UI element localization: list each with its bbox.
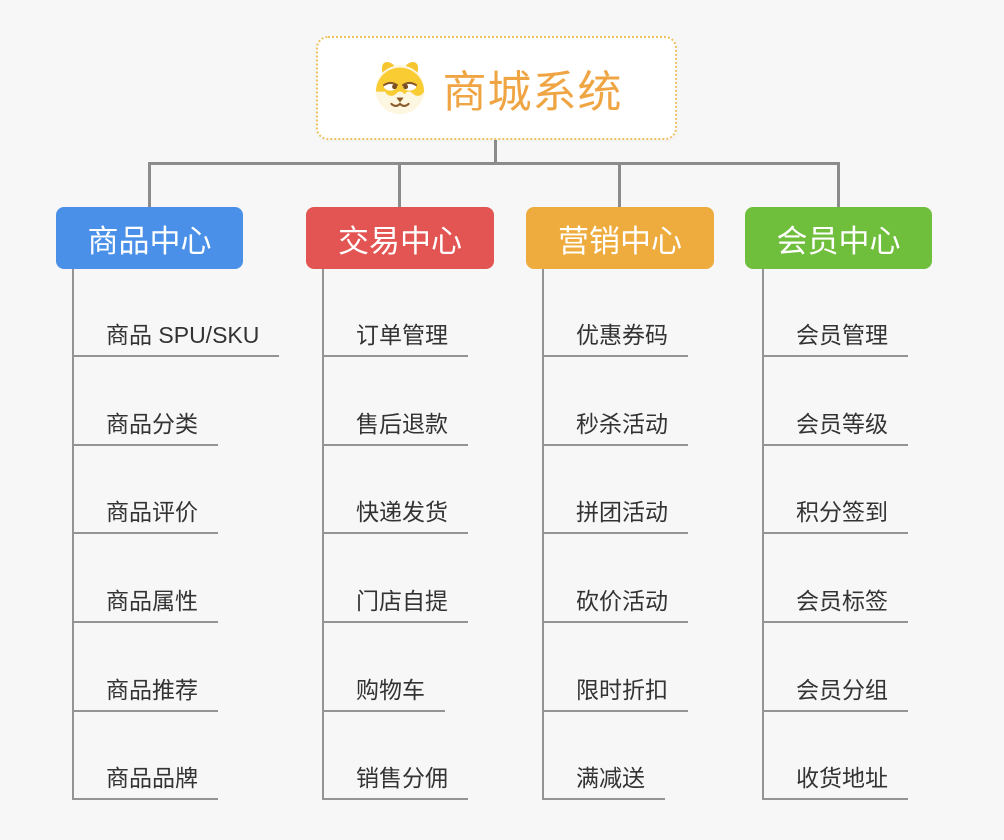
leaf-node[interactable]: 会员等级 bbox=[762, 410, 908, 446]
leaf-node[interactable]: 砍价活动 bbox=[542, 587, 688, 623]
leaf-node[interactable]: 订单管理 bbox=[322, 321, 468, 357]
leaf-node[interactable]: 积分签到 bbox=[762, 498, 908, 534]
leaf-node[interactable]: 商品推荐 bbox=[72, 676, 218, 712]
connector-drop-marketing bbox=[618, 162, 621, 208]
leaf-node[interactable]: 门店自提 bbox=[322, 587, 468, 623]
leaf-node[interactable]: 会员管理 bbox=[762, 321, 908, 357]
leaf-node[interactable]: 会员分组 bbox=[762, 676, 908, 712]
leaf-node[interactable]: 限时折扣 bbox=[542, 676, 688, 712]
connector-horizontal-rail bbox=[148, 162, 840, 165]
leaf-node[interactable]: 快递发货 bbox=[322, 498, 468, 534]
connector-drop-product bbox=[148, 162, 151, 208]
branch-node-marketing[interactable]: 营销中心 bbox=[526, 207, 714, 269]
leaf-node[interactable]: 收货地址 bbox=[762, 764, 908, 800]
branch-spine-trade bbox=[322, 269, 324, 800]
branch-node-member[interactable]: 会员中心 bbox=[745, 207, 932, 269]
leaf-node[interactable]: 购物车 bbox=[322, 676, 445, 712]
branch-node-product[interactable]: 商品中心 bbox=[56, 207, 243, 269]
leaf-node[interactable]: 商品属性 bbox=[72, 587, 218, 623]
leaf-node[interactable]: 销售分佣 bbox=[322, 764, 468, 800]
branch-spine-marketing bbox=[542, 269, 544, 800]
root-title: 商城系统 bbox=[442, 68, 623, 117]
leaf-node[interactable]: 会员标签 bbox=[762, 587, 908, 623]
leaf-node[interactable]: 满减送 bbox=[542, 764, 665, 800]
leaf-node[interactable]: 商品 SPU/SKU bbox=[72, 321, 280, 357]
branch-node-trade[interactable]: 交易中心 bbox=[306, 207, 494, 269]
leaf-node[interactable]: 商品分类 bbox=[72, 410, 218, 446]
leaf-node[interactable]: 商品评价 bbox=[72, 498, 218, 534]
branch-spine-product bbox=[72, 269, 74, 800]
doge-icon bbox=[375, 62, 424, 115]
leaf-node[interactable]: 优惠券码 bbox=[542, 321, 688, 357]
branch-spine-member bbox=[762, 269, 764, 800]
connector-drop-trade bbox=[398, 162, 401, 208]
root-node[interactable]: 商城系统 bbox=[316, 36, 677, 140]
leaf-node[interactable]: 商品品牌 bbox=[72, 764, 218, 800]
leaf-node[interactable]: 秒杀活动 bbox=[542, 410, 688, 446]
connector-drop-member bbox=[837, 162, 840, 208]
leaf-node[interactable]: 拼团活动 bbox=[542, 498, 688, 534]
leaf-node[interactable]: 售后退款 bbox=[322, 410, 468, 446]
connector-root-stub bbox=[494, 140, 497, 165]
